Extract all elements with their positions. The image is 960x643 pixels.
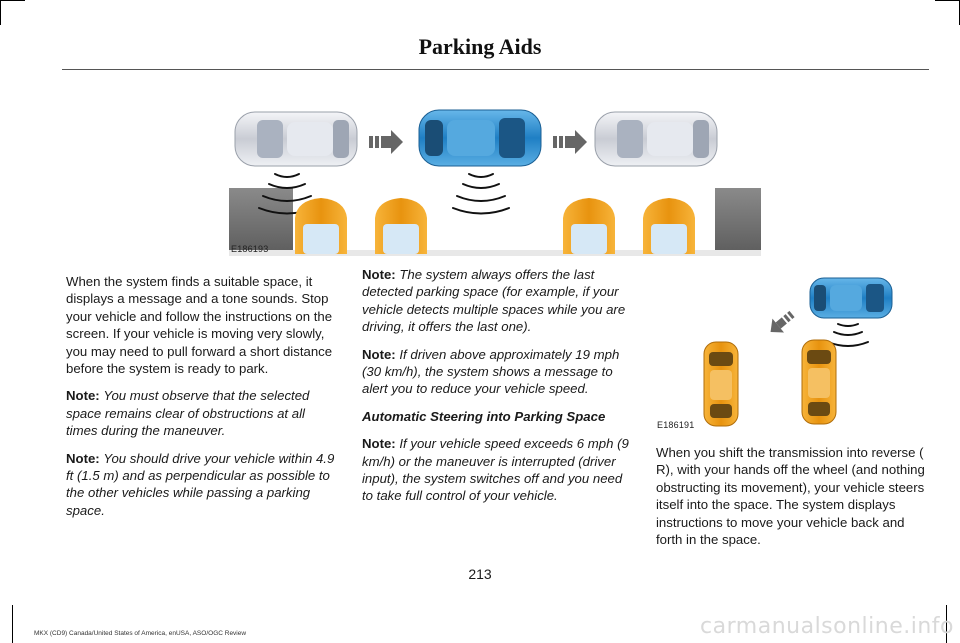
crop-mark	[935, 0, 960, 1]
left-column: When the system finds a suitable space, …	[66, 273, 338, 529]
parked-car-icon	[295, 198, 347, 254]
crop-mark	[12, 605, 13, 643]
blue-car-icon	[418, 109, 542, 167]
note-text: If driven above approximately 19 mph (30…	[362, 346, 620, 397]
note-label: Note:	[66, 450, 100, 466]
arrow-right-icon	[369, 130, 403, 154]
pavement-left	[229, 188, 293, 254]
parked-car-icon	[643, 198, 695, 254]
parked-car-icon	[801, 339, 837, 425]
parking-sequence-illustration	[229, 109, 761, 256]
note-text: If your vehicle speed exceeds 6 mph (9 k…	[362, 436, 629, 504]
note-text: You must observe that the selected space…	[66, 388, 310, 439]
note: Note: You must observe that the selected…	[66, 387, 338, 439]
parking-sequence-figure: E186193	[229, 106, 761, 256]
parked-car-icon	[563, 198, 615, 254]
sensor-waves-icon	[827, 323, 869, 347]
header-divider	[62, 69, 929, 70]
arrow-right-icon	[553, 130, 587, 154]
reverse-parking-illustration	[703, 277, 893, 427]
note: Note: If your vehicle speed exceeds 6 mp…	[362, 435, 634, 505]
silver-car-icon	[594, 111, 718, 167]
parked-car-icon	[375, 198, 427, 254]
parked-car-icon	[703, 341, 739, 427]
note-text: You should drive your vehicle within 4.9…	[66, 450, 335, 518]
note-label: Note:	[362, 346, 396, 362]
pavement-right	[715, 188, 761, 254]
figure-code: E186193	[231, 244, 269, 254]
section-heading: Automatic Steering into Parking Space	[362, 408, 606, 424]
arrow-down-left-icon	[770, 310, 795, 333]
note-label: Note:	[362, 267, 396, 282]
note-text: The system always offers the last detect…	[362, 267, 626, 335]
note: Note: If driven above approximately 19 m…	[362, 346, 634, 398]
blue-car-icon	[809, 277, 893, 319]
footer-text: MKX (CD9) Canada/United States of Americ…	[34, 630, 247, 637]
paragraph: When the system finds a suitable space, …	[66, 274, 333, 377]
sensor-waves-icon	[452, 173, 510, 215]
paragraph: When you shift the transmission into rev…	[656, 445, 925, 548]
note: Note: You should drive your vehicle with…	[66, 450, 338, 520]
note-label: Note:	[362, 436, 396, 452]
silver-car-icon	[234, 111, 358, 167]
figure-code: E186191	[657, 420, 695, 430]
crop-mark	[0, 0, 25, 1]
note: Note: The system always offers the last …	[362, 266, 634, 336]
crop-mark	[946, 605, 947, 643]
right-column: When you shift the transmission into rev…	[656, 444, 930, 558]
watermark: carmanualsonline.info	[700, 614, 954, 639]
middle-column: Note: The system always offers the last …	[362, 266, 634, 515]
note-label: Note:	[66, 388, 100, 404]
page-number: 213	[468, 566, 492, 582]
crop-mark	[0, 0, 1, 25]
reverse-parking-figure: E186191	[656, 270, 928, 432]
page-title: Parking Aids	[418, 34, 542, 59]
